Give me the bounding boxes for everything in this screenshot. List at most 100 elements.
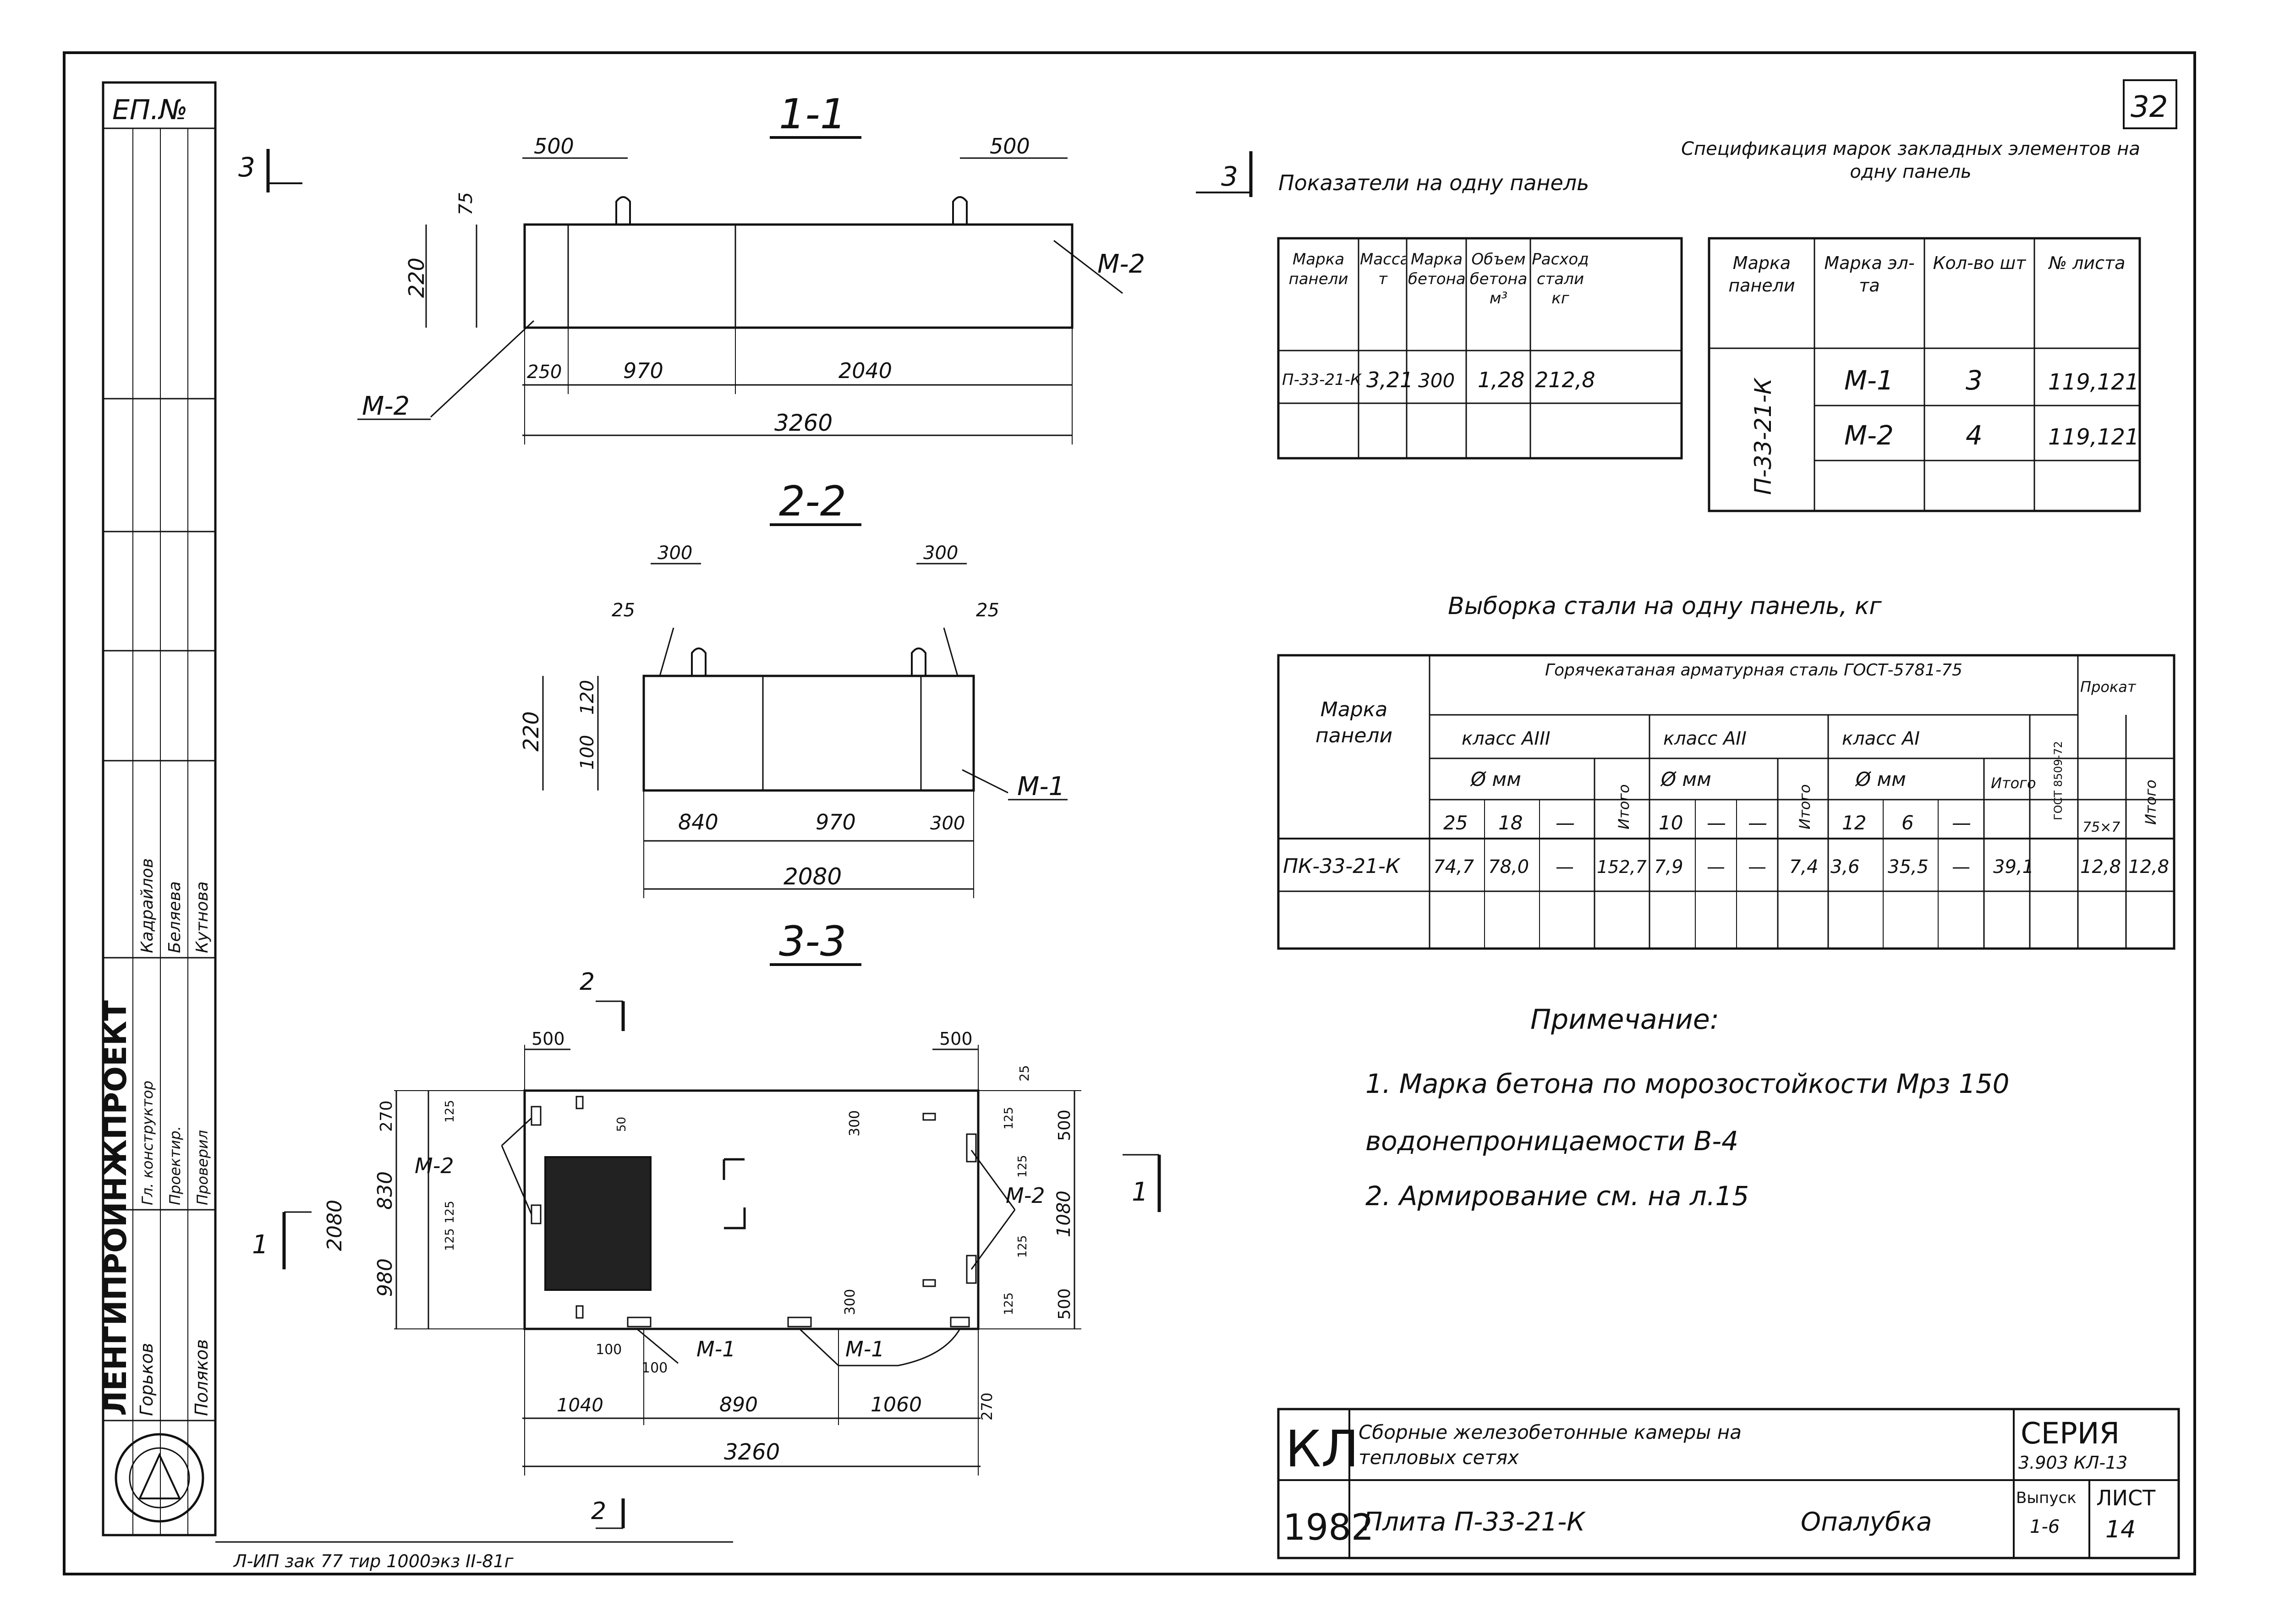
section-3-3: 3-3 500 500 2080 270 830 980 500 (252, 917, 1161, 1529)
tb-sheet-label: ЛИСТ (2096, 1486, 2156, 1510)
s11-mark-m2-left: M-2 (362, 391, 410, 421)
steel-h-class3: класс AIII (1462, 728, 1551, 749)
plan-mark-m2-right: M-2 (1006, 1183, 1045, 1208)
s11-dim-2040: 2040 (838, 358, 892, 383)
plan-dim-small-125e: 125 (1016, 1155, 1030, 1178)
s22-dim-120: 120 (577, 680, 598, 715)
s22-dim-220: 220 (519, 711, 543, 752)
plan-dim-right-1080: 1080 (1053, 1191, 1074, 1237)
plan-mark-m1-left: M-1 (696, 1337, 736, 1361)
sheet-corner-number: 32 (2131, 90, 2168, 124)
steel-row-prokat: 12,8 (2080, 856, 2121, 878)
plan-dim-top-500b: 500 (939, 1029, 973, 1049)
stamp-name2-2: Беляева (165, 881, 184, 953)
sheet-frame (63, 51, 2196, 1575)
spec-h-element: Марка эл-та (1824, 253, 1915, 296)
org-logo (115, 1433, 204, 1523)
plan-dim-small-125f: 125 (1016, 1235, 1030, 1258)
steel-row-25: 74,7 (1433, 856, 1474, 878)
ind-h-mass: Масса т (1360, 250, 1406, 288)
tb-code: КЛ (1285, 1420, 1359, 1478)
s22-dim-840: 840 (678, 810, 718, 834)
steel-d3-2: — (1556, 812, 1575, 834)
plan-dim-small-300a: 300 (847, 1110, 863, 1136)
section-2-2-label: 2-2 (779, 477, 846, 526)
plan-dim-2080: 2080 (323, 1200, 346, 1251)
plan-dim-1040: 1040 (557, 1395, 603, 1416)
steel-row-c1x: — (1952, 856, 1970, 878)
s22-dim-300c: 300 (930, 813, 965, 834)
steel-h-total2: Итого (1796, 784, 1814, 829)
stamp-role-1: Гл. конструктор (139, 1081, 156, 1205)
left-stamp: ЕП.№ ЛЕНГИПРОИНЖПРОЕКТ Гл. конструктор П… (98, 81, 217, 1536)
spec-panel: П-33-21-К (1750, 377, 1776, 495)
plan-dim-3260: 3260 (724, 1439, 780, 1465)
tb-series: 3.903 КЛ-13 (2018, 1453, 2127, 1473)
cut-mark-3-left: 3 (238, 152, 255, 183)
plan-mark-m2-left: M-2 (415, 1153, 454, 1178)
plan-dim-1060: 1060 (871, 1393, 922, 1416)
tb-desc2: тепловых сетях (1359, 1446, 1519, 1469)
steel-h-total3: Итого (1615, 784, 1633, 829)
s22-dim-300a: 300 (658, 543, 692, 564)
cut-mark-2-bottom: 2 (591, 1498, 606, 1525)
steel-d2-0: 10 (1659, 812, 1683, 834)
spec-row1-el: M-1 (1844, 365, 1894, 396)
section-1-1: 1-1 500 500 75 220 250 970 2040 3260 M-2… (357, 90, 1145, 444)
steel-row-t2: 7,4 (1789, 856, 1819, 878)
steel-row-10: 7,9 (1654, 856, 1683, 878)
note-1: 1. Марка бетона по морозостойкости Мрз 1… (1365, 1068, 2010, 1099)
s22-dim-25a: 25 (612, 600, 635, 621)
stamp-role-2: Проектир. (166, 1126, 184, 1205)
plan-dim-small-100b: 100 (641, 1360, 668, 1376)
ind-row-panel: П-33-21-К (1282, 371, 1362, 389)
plan-dim-270: 270 (377, 1100, 396, 1132)
steel-h-hot: Горячекатаная арматурная сталь ГОСТ-5781… (1545, 661, 1962, 680)
plan-dim-small-125a: 125 (443, 1100, 457, 1123)
ind-row-mass: 3,21 (1366, 368, 1413, 392)
steel-row-c2b: — (1748, 856, 1766, 878)
spec-row1-sheet: 119,121 (2048, 369, 2139, 395)
tb-desc3: Плита П-33-21-К (1363, 1507, 1586, 1537)
tb-desc1: Сборные железобетонные камеры на (1359, 1421, 1742, 1443)
cut-mark-2-top: 2 (580, 968, 595, 996)
steel-row-6: 35,5 (1888, 856, 1929, 878)
indicators-heading: Показатели на одну панель (1278, 170, 1589, 195)
spec-table: Спецификация марок закладных элементов н… (1681, 138, 2141, 512)
plan-dim-270b: 270 (978, 1393, 996, 1421)
plan-dim-890: 890 (719, 1393, 758, 1416)
note-1b: водонепроницаемости В-4 (1365, 1125, 1738, 1157)
ind-h-steel: Расход стали кг (1532, 250, 1589, 307)
plan-dim-830: 830 (373, 1171, 397, 1210)
plan-dim-small-300b: 300 (842, 1289, 858, 1315)
s11-dim-3260: 3260 (774, 410, 833, 436)
plan-opening (544, 1156, 652, 1291)
s11-dim-500a: 500 (534, 134, 574, 159)
spec-heading: Спецификация марок закладных элементов н… (1681, 138, 2140, 182)
steel-d1-1: 6 (1901, 812, 1914, 834)
tb-sheet: 14 (2105, 1516, 2136, 1543)
ind-h-concrete: Марка бетона (1408, 250, 1465, 288)
section-3-3-label: 3-3 (779, 917, 846, 966)
steel-table: Выборка стали на одну панель, кг Марка п… (1277, 593, 2175, 950)
plan-dim-top-500a: 500 (532, 1029, 565, 1049)
stamp-role-3: Проверил (194, 1130, 211, 1205)
steel-h-dia2: Ø мм (1660, 768, 1711, 790)
indicators-heading-num: 3 (1221, 161, 1238, 192)
s11-dim-970: 970 (623, 358, 663, 383)
s22-mark-m1: M-1 (1017, 772, 1065, 801)
tb-issue: 1-6 (2030, 1516, 2060, 1537)
cut-mark-1-left: 1 (252, 1230, 268, 1260)
ind-row-steel: 212,8 (1535, 368, 1595, 392)
spec-row1-qty: 3 (1966, 365, 1983, 396)
steel-row-18: 78,0 (1488, 856, 1529, 878)
plan-dim-small-125c: 125 (443, 1228, 457, 1251)
sheet-number-box (2123, 79, 2177, 129)
steel-heading: Выборка стали на одну панель, кг (1448, 593, 1882, 620)
s11-dim-250: 250 (527, 362, 562, 383)
s11-mark-m2-right: M-2 (1097, 249, 1145, 279)
plan-dim-small-125d: 125 (1002, 1107, 1016, 1130)
ind-h-panel: Марка панели (1288, 250, 1348, 288)
steel-h-dia1: Ø мм (1855, 768, 1906, 790)
